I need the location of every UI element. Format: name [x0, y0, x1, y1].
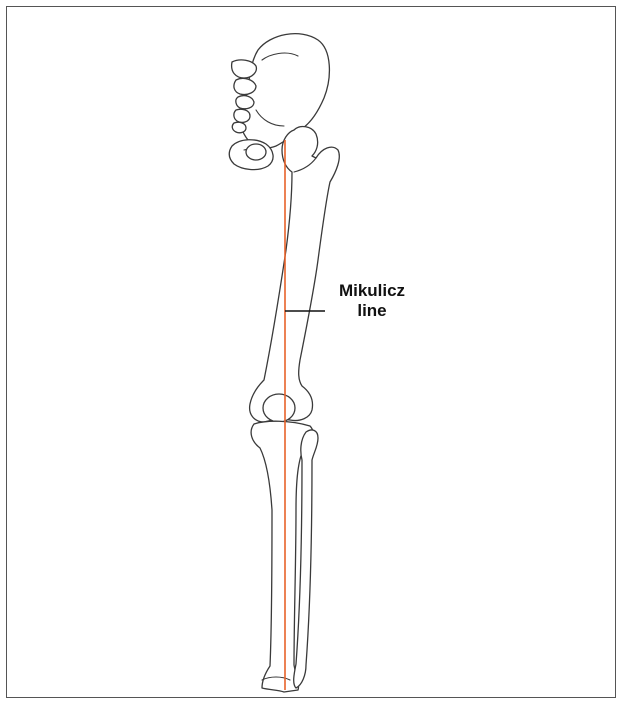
mikulicz-line-label: Mikulicz line	[322, 281, 422, 321]
patella	[263, 394, 295, 422]
label-line-1: Mikulicz	[322, 281, 422, 301]
femur	[250, 127, 340, 422]
label-line-2: line	[322, 301, 422, 321]
